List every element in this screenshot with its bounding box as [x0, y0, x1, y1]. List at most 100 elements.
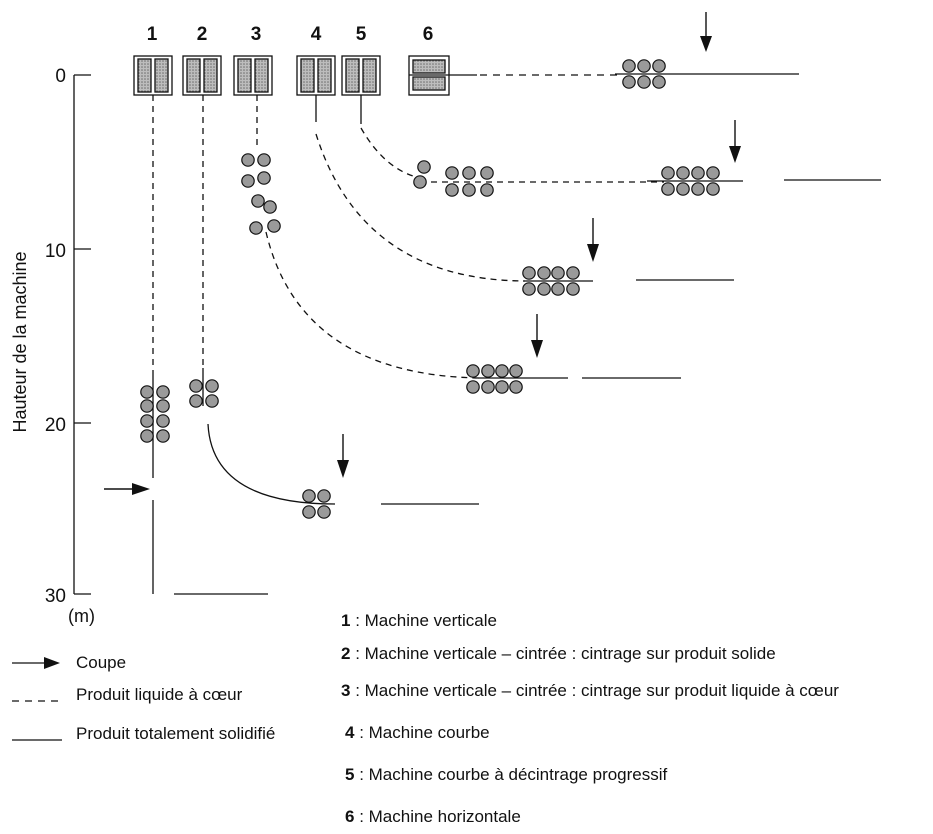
machine-item-6-text: Machine horizontale [369, 807, 521, 826]
guide-roll [317, 489, 331, 503]
guide-roll [622, 75, 636, 89]
guide-roll [302, 489, 316, 503]
strand-machine-4 [315, 95, 734, 282]
machine-item-5-text: Machine courbe à décintrage progressif [369, 765, 668, 784]
guide-roll [480, 183, 494, 197]
machine-number-5: 5 [356, 24, 367, 45]
guide-roll [551, 282, 565, 296]
guide-roll [466, 364, 480, 378]
guide-roll [652, 59, 666, 73]
strand-machine-6 [409, 73, 799, 76]
y-tick-30: 30 [45, 586, 66, 607]
guide-roll [445, 183, 459, 197]
machine-number-4: 4 [311, 24, 322, 45]
legend-cut-arrow [12, 657, 60, 669]
guide-rolls [140, 59, 720, 519]
machine-item-1: 1 : Machine verticale [341, 611, 497, 630]
guide-roll [205, 394, 219, 408]
guide-roll [522, 266, 536, 280]
strand-machine-1 [152, 95, 268, 595]
machine-item-3-number: 3 [341, 681, 350, 700]
guide-roll [267, 219, 281, 233]
y-axis-unit: (m) [68, 606, 95, 626]
guide-roll [413, 175, 427, 189]
strand-machine-3 [256, 95, 681, 379]
guide-roll [691, 182, 705, 196]
machine-item-1-number: 1 [341, 611, 350, 630]
machine-list: 1 : Machine verticale 2 : Machine vertic… [341, 611, 839, 826]
y-tick-10: 10 [45, 241, 66, 262]
guide-roll [480, 166, 494, 180]
molds [133, 55, 450, 96]
guide-roll [509, 380, 523, 394]
guide-roll [566, 266, 580, 280]
mold-1 [133, 55, 173, 96]
guide-roll [566, 282, 580, 296]
y-tick-20: 20 [45, 415, 66, 436]
guide-roll [156, 414, 170, 428]
cut-arrow-machine-2 [337, 434, 349, 478]
guide-roll [156, 385, 170, 399]
guide-roll [537, 266, 551, 280]
cut-arrow-machine-3 [531, 314, 543, 358]
y-tick-0: 0 [55, 66, 66, 87]
legend-cut-label: Coupe [76, 653, 126, 672]
guide-roll [249, 221, 263, 235]
guide-roll [445, 166, 459, 180]
y-axis-label: Hauteur de la machine [10, 251, 30, 432]
machine-number-2: 2 [197, 24, 208, 45]
guide-roll [462, 166, 476, 180]
guide-roll [140, 385, 154, 399]
guide-roll [189, 379, 203, 393]
machine-item-3: 3 : Machine verticale – cintrée : cintra… [341, 681, 839, 700]
cut-arrow-machine-4 [587, 218, 599, 262]
guide-roll [466, 380, 480, 394]
guide-roll [189, 394, 203, 408]
guide-roll [257, 171, 271, 185]
cut-arrows [104, 12, 741, 495]
guide-roll [481, 380, 495, 394]
guide-roll [622, 59, 636, 73]
guide-roll [661, 166, 675, 180]
guide-roll [495, 364, 509, 378]
machine-item-4-number: 4 [345, 723, 355, 742]
machine-number-6: 6 [423, 24, 434, 45]
machine-item-5: 5 : Machine courbe à décintrage progress… [345, 765, 668, 784]
guide-roll [317, 505, 331, 519]
guide-roll [302, 505, 316, 519]
strands [152, 73, 881, 595]
guide-roll [706, 182, 720, 196]
guide-roll [417, 160, 431, 174]
machine-item-2-number: 2 [341, 644, 350, 663]
machine-item-6-number: 6 [345, 807, 354, 826]
machine-item-4: 4 : Machine courbe [345, 723, 490, 742]
guide-roll [241, 153, 255, 167]
guide-roll [462, 183, 476, 197]
cut-arrow-machine-5 [729, 120, 741, 163]
machine-item-5-number: 5 [345, 765, 354, 784]
machine-item-3-text: Machine verticale – cintrée : cintrage s… [365, 681, 840, 700]
guide-roll [509, 364, 523, 378]
strand-machine-2 [202, 95, 479, 505]
machine-number-1: 1 [147, 24, 158, 45]
y-axis [73, 74, 91, 595]
strand-machine-5 [360, 95, 881, 183]
guide-roll [495, 380, 509, 394]
mold-4 [296, 55, 336, 96]
guide-roll [140, 429, 154, 443]
cut-arrow-machine-1 [104, 483, 150, 495]
mold-5 [341, 55, 381, 96]
machine-number-3: 3 [251, 24, 262, 45]
machine-item-1-text: Machine verticale [365, 611, 497, 630]
machine-item-4-text: Machine courbe [369, 723, 490, 742]
guide-roll [241, 174, 255, 188]
guide-roll [156, 429, 170, 443]
guide-roll [140, 414, 154, 428]
legend-liquid-label: Produit liquide à cœur [76, 685, 243, 704]
machine-item-2-text: Machine verticale – cintrée : cintrage s… [365, 644, 776, 663]
guide-roll [691, 166, 705, 180]
guide-roll [156, 399, 170, 413]
guide-roll [537, 282, 551, 296]
guide-roll [551, 266, 565, 280]
guide-roll [652, 75, 666, 89]
